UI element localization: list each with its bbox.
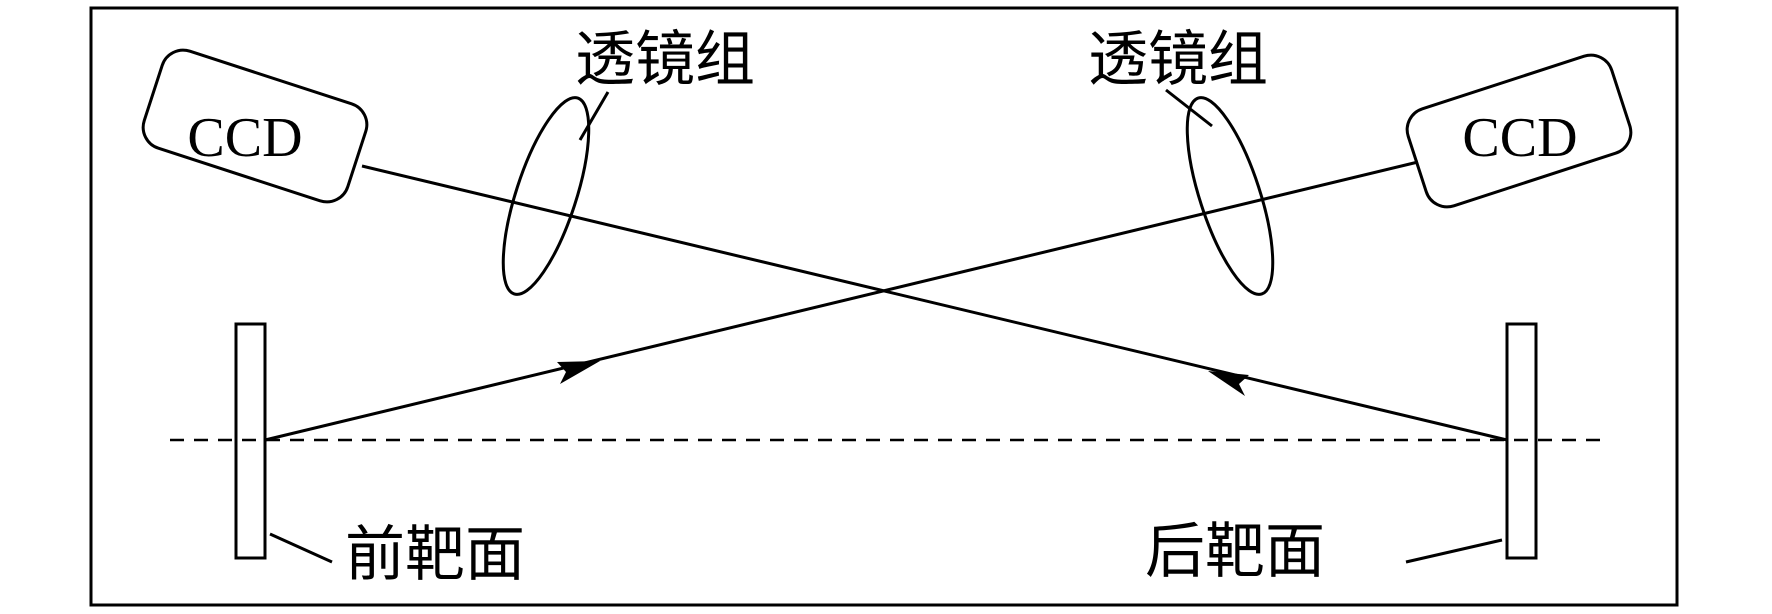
rear-target-plate [1505, 322, 1538, 560]
rear-target-label: 后靶面 [1145, 517, 1325, 587]
ccd-camera-left: CCD [141, 48, 369, 204]
lens-left-label: 透镜组 [575, 25, 755, 95]
front-target-label: 前靶面 [345, 520, 525, 590]
lens-group-right [1185, 96, 1275, 296]
ccd-camera-right: CCD [1405, 53, 1633, 209]
arrowhead-front-ray [557, 361, 600, 384]
lens-left-leader [578, 91, 610, 141]
ray-front-to-right-ccd [264, 160, 1419, 442]
ccd-left-label: CCD [187, 107, 302, 169]
lens-right-leader [1165, 88, 1213, 128]
lens-group-left [501, 96, 591, 296]
diagram-frame [89, 6, 1679, 607]
ray-rear-to-left-ccd [361, 164, 1508, 442]
front-target-plate [234, 322, 267, 560]
front-target-leader [269, 532, 333, 564]
rear-target-leader [1405, 538, 1503, 564]
ccd-right-label: CCD [1462, 107, 1577, 169]
arrowhead-rear-ray [1208, 371, 1249, 396]
lens-right-label: 透镜组 [1088, 25, 1268, 95]
